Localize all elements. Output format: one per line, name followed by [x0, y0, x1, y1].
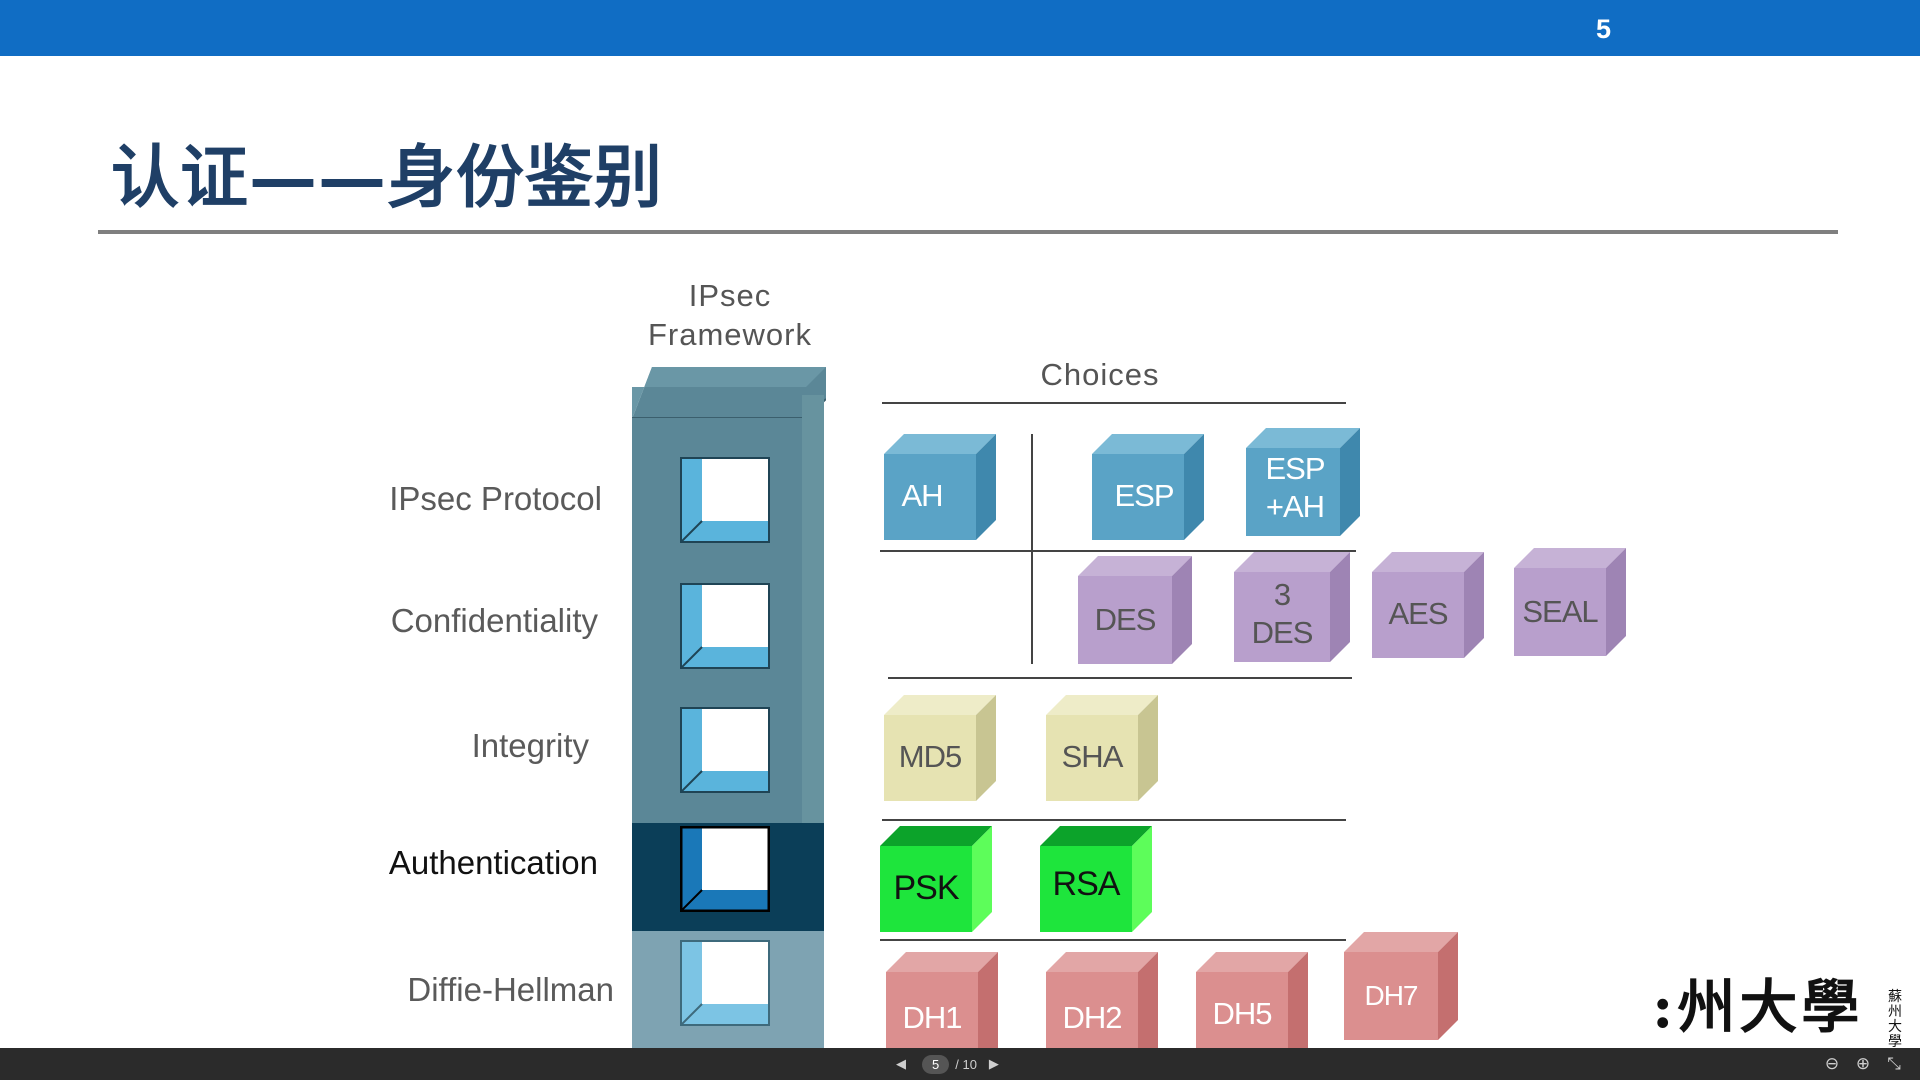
choices-label: Choices	[1040, 357, 1160, 392]
choice-ah-label: AH	[901, 478, 943, 513]
slide-title: 认证——身份鉴别	[111, 138, 664, 218]
total-pages: / 10	[955, 1056, 977, 1072]
zoom-out-icon[interactable]: ⊖	[1824, 1054, 1840, 1073]
choice-sha-label: SHA	[1061, 739, 1124, 774]
choice-sha: SHA	[1046, 695, 1158, 806]
choice-dh5-label: DH5	[1212, 996, 1272, 1031]
pillar-top	[632, 367, 826, 419]
title-divider	[98, 230, 1838, 234]
choice-aes-label: AES	[1388, 596, 1448, 631]
protocol-slot-icon	[680, 457, 770, 543]
fullscreen-exit-icon[interactable]: ⤡	[1887, 1054, 1901, 1073]
page-navigation: ◀ 5 / 10 ▶	[896, 1052, 999, 1076]
choice-seal-label: SEAL	[1522, 594, 1598, 629]
top-bar	[0, 0, 1920, 56]
framework-label-line1: IPsec	[688, 278, 772, 313]
choice-dh1: DH1	[886, 952, 998, 1053]
row-divider-1	[880, 550, 1356, 552]
next-page-icon[interactable]: ▶	[988, 1056, 999, 1071]
choice-aes: AES	[1372, 552, 1484, 663]
row-divider-3	[882, 819, 1346, 821]
choice-rsa: RSA	[1040, 826, 1152, 937]
row-label-ipsec-protocol: IPsec Protocol	[389, 480, 602, 517]
choice-seal: SEAL	[1514, 548, 1626, 661]
choice-esp-ah: ESP+AH	[1246, 428, 1360, 541]
choice-dh5: DH5	[1196, 952, 1308, 1053]
university-seal: 蘇州大學	[1888, 989, 1902, 1050]
choice-md5-label: MD5	[898, 739, 962, 774]
choice-dh7-label: DH7	[1364, 980, 1418, 1011]
choice-esp-ah-label: ESP+AH	[1265, 451, 1325, 524]
choice-psk: PSK	[880, 826, 992, 937]
choice-rsa-label: RSA	[1052, 865, 1121, 903]
choice-esp: ESP	[1092, 434, 1204, 545]
choice-dh1-label: DH1	[902, 1000, 962, 1035]
row-label-diffie-hellman: Diffie-Hellman	[407, 971, 614, 1008]
confidentiality-slot-icon	[680, 583, 770, 669]
integrity-slot-icon	[680, 707, 770, 793]
framework-label: IPsec Framework	[620, 276, 840, 354]
current-page-indicator[interactable]: 5	[922, 1054, 950, 1074]
choice-ah: AH	[884, 434, 996, 545]
column-divider	[1031, 434, 1033, 664]
choice-md5: MD5	[884, 695, 996, 806]
row-divider-4	[880, 939, 1346, 941]
choice-dh7: DH7	[1344, 932, 1458, 1045]
zoom-in-icon[interactable]: ⊕	[1855, 1054, 1871, 1073]
choice-dh2-label: DH2	[1062, 1000, 1122, 1035]
row-label-confidentiality: Confidentiality	[390, 602, 598, 639]
choices-header-line	[882, 402, 1346, 404]
slide-number: 5	[1595, 14, 1611, 44]
choice-dh2: DH2	[1046, 952, 1158, 1053]
authentication-slot-icon	[680, 826, 770, 912]
choice-psk-label: PSK	[893, 869, 959, 907]
choice-des-label: DES	[1094, 602, 1157, 637]
framework-label-line2: Framework	[647, 317, 812, 352]
row-label-authentication: Authentication	[388, 844, 598, 881]
prev-page-icon[interactable]: ◀	[896, 1056, 906, 1071]
dh-slot-icon	[680, 940, 770, 1026]
choice-esp-label: ESP	[1114, 478, 1174, 513]
row-divider-2	[888, 677, 1352, 679]
choice-des: DES	[1078, 556, 1192, 669]
row-label-integrity: Integrity	[471, 727, 589, 764]
viewer-toolbar	[0, 1048, 1920, 1080]
university-logo: :州大學	[1652, 973, 1864, 1041]
